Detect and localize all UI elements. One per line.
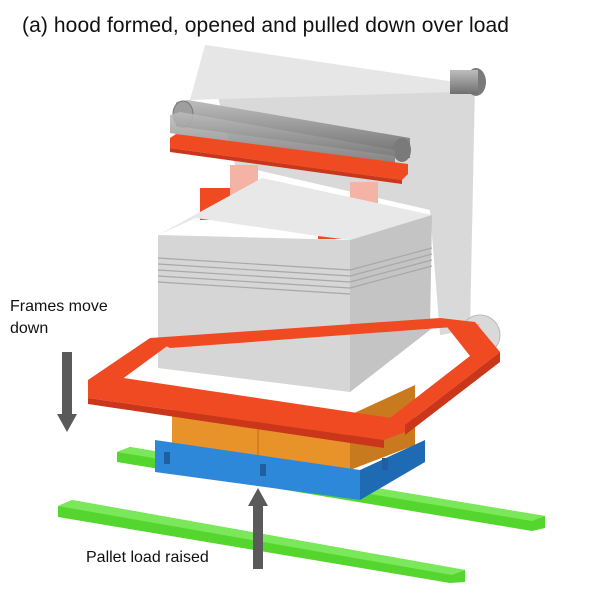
stack-top [158,178,432,240]
pallet-front [155,440,360,500]
frames-move-down-label: Frames move down [10,298,108,337]
pallet [155,440,425,500]
frame-right-bar-side [405,352,500,435]
top-rollers [170,100,411,168]
upper-frame [170,134,408,184]
hood-stack [157,178,433,392]
frame-front-bar-side [88,398,384,448]
down-arrow-icon [57,352,77,432]
up-arrow-icon [248,488,268,569]
frame-back-bar [150,318,480,348]
film-top-panel [190,45,475,100]
stack-side [350,215,432,392]
frame-left-bar [88,338,170,388]
frame-right-bar [390,318,500,425]
lower-frame [88,318,500,448]
pallet-load-raised-label: Pallet load raised [86,549,209,566]
frame-front-bar [88,376,405,440]
pallet-side [360,440,425,500]
figure-title: (a) hood formed, opened and pulled down … [22,14,510,37]
stack-front [158,235,350,392]
